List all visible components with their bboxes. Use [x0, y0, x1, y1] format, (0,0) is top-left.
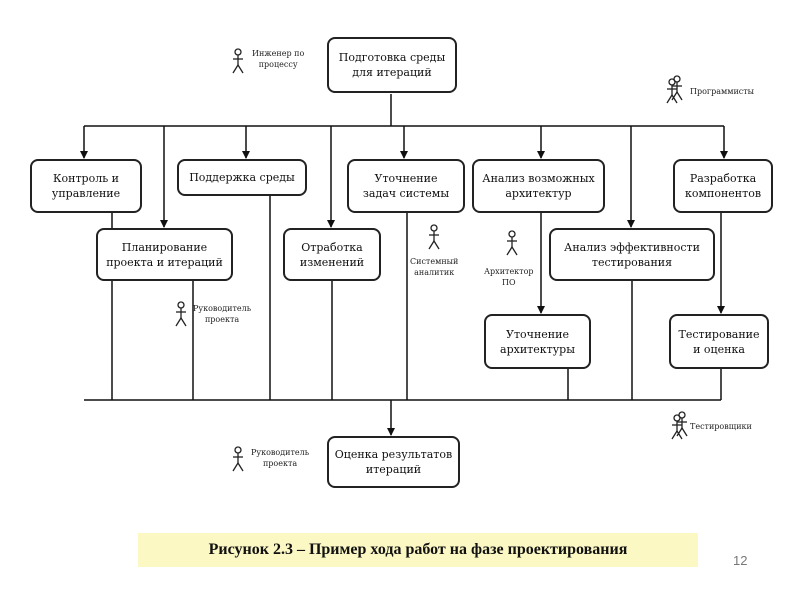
- testers-figure-2: [676, 411, 688, 437]
- box-planning: Планирование проекта и итераций: [96, 228, 233, 281]
- box-test-efficiency: Анализ эффективности тестирования: [549, 228, 715, 281]
- project-manager-figure: [175, 301, 187, 327]
- role-project-manager: Руководитель проекта: [193, 304, 252, 324]
- role-programmers: Программисты: [690, 87, 755, 96]
- box-support-env: Поддержка среды: [177, 159, 307, 196]
- process-engineer-figure: [232, 48, 244, 74]
- architect-figure: [506, 230, 518, 256]
- project-manager-figure-2: [232, 446, 244, 472]
- system-analyst-figure: [428, 224, 440, 250]
- role-system-analyst: Системный аналитик: [410, 257, 459, 277]
- programmers-figure-2: [671, 75, 683, 101]
- role-testers: Тестировщики: [690, 422, 752, 431]
- box-control: Контроль и управление: [30, 159, 142, 213]
- box-testing: Тестирование и оценка: [669, 314, 769, 369]
- box-prepare-env: Подготовка среды для итераций: [327, 37, 457, 93]
- box-refine-arch: Уточнение архитектуры: [484, 314, 591, 369]
- box-changes: Отработка изменений: [283, 228, 381, 281]
- role-process-engineer: Инженер по процессу: [252, 49, 305, 69]
- box-analyze-arch: Анализ возможных архитектур: [472, 159, 605, 213]
- box-evaluate: Оценка результатов итераций: [327, 436, 460, 488]
- box-refine-tasks: Уточнение задач системы: [347, 159, 465, 213]
- figure-caption: Рисунок 2.3 – Пример хода работ на фазе …: [138, 533, 698, 567]
- page-number: 12: [733, 553, 748, 568]
- box-develop-components: Разработка компонентов: [673, 159, 773, 213]
- role-project-manager-2: Руководитель проекта: [251, 448, 310, 468]
- role-sw-architect: Архитектор ПО: [484, 267, 534, 287]
